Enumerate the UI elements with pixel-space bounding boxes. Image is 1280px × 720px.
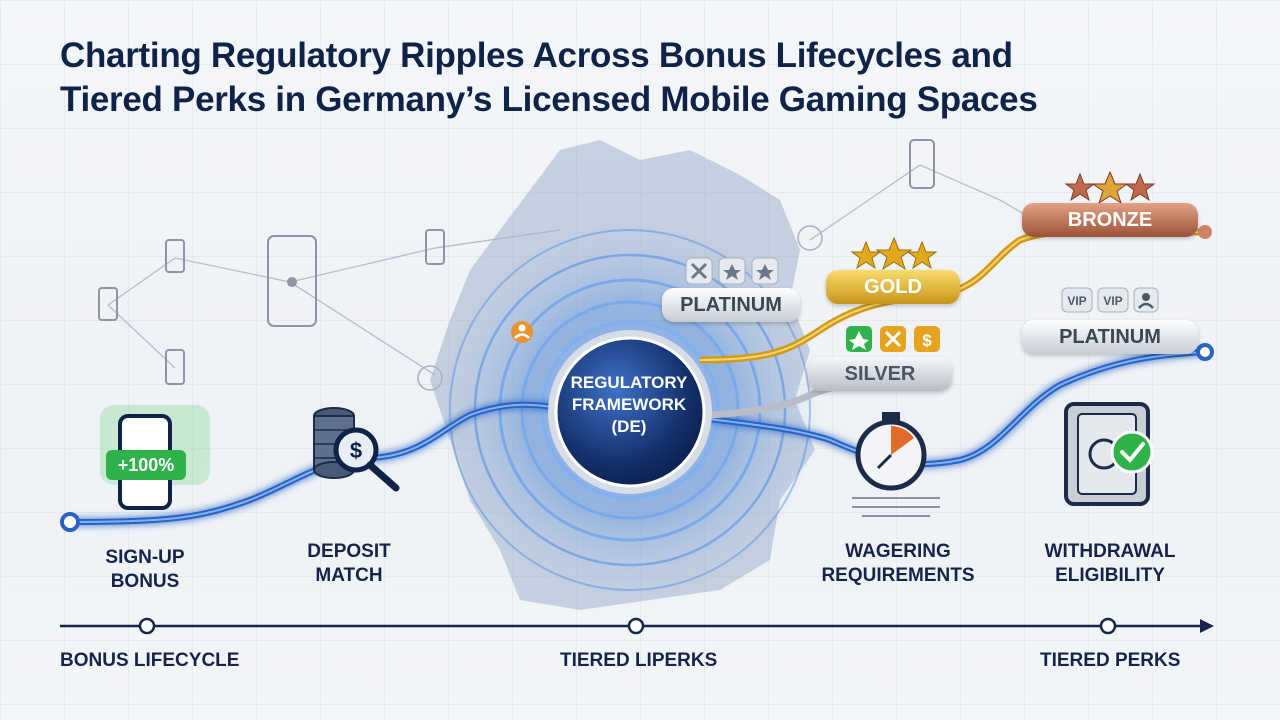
coin-stack-magnifier-icon: $ — [313, 407, 400, 492]
axis-label-tiered-liperks: TIERED LIPERKS — [560, 650, 718, 671]
stopwatch-icon — [855, 412, 927, 491]
faded-phone-icons — [98, 139, 935, 385]
stage-label-withdrawal-line-2: ELIGIBILITY — [1055, 565, 1165, 586]
platinum-perk-icons — [685, 257, 779, 285]
user-node-body — [514, 333, 530, 339]
stage-label-signup-line-1: SIGN-UP — [105, 547, 185, 568]
framework-label-line-3: (DE) — [611, 417, 647, 436]
title-line-1: Charting Regulatory Ripples Across Bonus… — [60, 36, 1013, 75]
bonus-percent-badge: +100% — [118, 455, 175, 475]
dollar-sign: $ — [350, 438, 362, 463]
bronze-end-node — [1198, 225, 1212, 239]
tier-pill-platinum-right: PLATINUM — [1022, 320, 1198, 354]
stage-label-deposit-match: DEPOSIT MATCH — [284, 540, 414, 588]
stage-label-deposit-line-1: DEPOSIT — [307, 541, 391, 562]
fine-print-lines — [852, 497, 940, 517]
silver-dollar-icon-text: $ — [922, 331, 932, 350]
stage-label-signup-line-2: BONUS — [110, 571, 180, 592]
bottom-axis — [60, 617, 1214, 635]
smartphone-icon: +100% — [100, 405, 210, 510]
axis-label-tiered-perks: TIERED PERKS — [1040, 650, 1181, 671]
lifecycle-end-node — [1196, 343, 1214, 361]
stage-label-wagering-requirements: WAGERING REQUIREMENTS — [818, 540, 978, 588]
axis-label-bonus-lifecycle: BONUS LIFECYCLE — [60, 650, 240, 671]
framework-label-line-1: REGULATORY — [570, 373, 688, 392]
gold-stars-icon — [850, 236, 938, 271]
user-node-icon — [511, 321, 533, 343]
silver-perk-icons: $ — [846, 326, 940, 352]
lifecycle-start-node — [60, 512, 80, 532]
page-title: Charting Regulatory Ripples Across Bonus… — [60, 34, 1240, 122]
title-line-2: Tiered Perks in Germany’s Licensed Mobil… — [60, 80, 1038, 119]
bronze-stars-icon — [1064, 170, 1156, 205]
framework-badge — [554, 336, 706, 488]
user-node-head — [518, 324, 526, 332]
network-nodes — [417, 225, 823, 391]
stage-label-deposit-line-2: MATCH — [315, 565, 383, 586]
stage-label-wagering-line-2: REQUIREMENTS — [821, 565, 975, 586]
tier-pill-bronze: BRONZE — [1022, 203, 1198, 237]
vip-badge-1: VIP — [1067, 294, 1086, 308]
stage-label-wagering-line-1: WAGERING — [845, 541, 951, 562]
tier-pill-platinum-left: PLATINUM — [662, 288, 800, 322]
tier-pill-silver: SILVER — [808, 357, 952, 391]
tier-pill-gold: GOLD — [826, 270, 960, 304]
stage-label-signup-bonus: SIGN-UP BONUS — [80, 546, 210, 594]
vip-badges: VIP VIP — [1061, 287, 1159, 313]
stage-label-withdrawal-eligibility: WITHDRAWAL ELIGIBILITY — [1030, 540, 1190, 588]
vip-badge-2: VIP — [1103, 294, 1122, 308]
framework-label-line-2: FRAMEWORK — [571, 395, 687, 414]
stage-label-withdrawal-line-1: WITHDRAWAL — [1044, 541, 1176, 562]
framework-label: REGULATORY FRAMEWORK (DE) — [558, 372, 700, 438]
vault-checkmark-icon — [1064, 402, 1154, 506]
